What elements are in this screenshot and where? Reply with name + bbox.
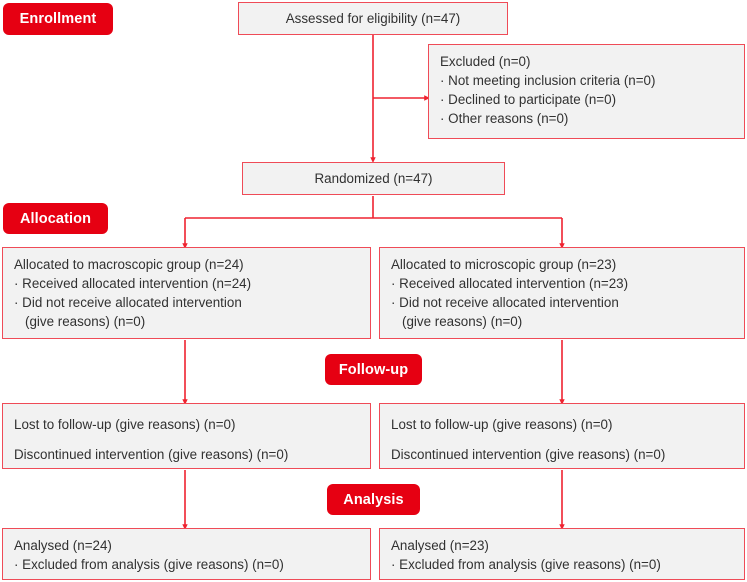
box-assessed-line-0: Assessed for eligibility (n=47): [285, 10, 461, 26]
box-analysed-microscopic: Analysed (n=23) · Excluded from analysis…: [379, 528, 745, 580]
stage-label-enrollment-text: Enrollment: [19, 11, 97, 27]
stage-label-followup: Follow-up: [325, 354, 422, 385]
stage-label-enrollment: Enrollment: [3, 3, 113, 35]
box-alloc-right-line-3: (give reasons) (n=0): [402, 314, 523, 330]
box-followup-right-line-0: Lost to follow-up (give reasons) (n=0): [391, 417, 613, 432]
stage-label-allocation-text: Allocation: [19, 210, 92, 227]
box-excluded: Excluded (n=0) · Not meeting inclusion c…: [428, 44, 745, 139]
box-analysed-macroscopic: Analysed (n=24) · Excluded from analysis…: [2, 528, 371, 580]
box-alloc-right-line-1: · Received allocated intervention (n=23): [391, 276, 629, 292]
box-followup-right-line-1: Discontinued intervention (give reasons)…: [391, 447, 666, 463]
box-followup-left-line-0: Lost to follow-up (give reasons) (n=0): [14, 417, 236, 432]
stage-label-followup-text: Follow-up: [338, 361, 409, 378]
box-randomized-line-0: Randomized (n=47): [314, 170, 433, 186]
box-analysis-right-line-0: Analysed (n=23): [391, 538, 489, 553]
box-analysis-left-line-0: Analysed (n=24): [14, 538, 112, 553]
box-alloc-right-line-0: Allocated to microscopic group (n=23): [391, 257, 617, 272]
box-followup-microscopic: Lost to follow-up (give reasons) (n=0) D…: [379, 403, 745, 469]
box-alloc-left-line-1: · Received allocated intervention (n=24): [14, 276, 252, 292]
stage-label-analysis-text: Analysis: [343, 491, 404, 508]
box-followup-left-line-1: Discontinued intervention (give reasons)…: [14, 447, 289, 463]
box-excluded-line-1: · Not meeting inclusion criteria (n=0): [440, 73, 656, 89]
box-allocated-microscopic: Allocated to microscopic group (n=23) · …: [379, 247, 745, 339]
box-excluded-line-2: · Declined to participate (n=0): [440, 92, 617, 108]
box-assessed-for-eligibility: Assessed for eligibility (n=47): [238, 2, 508, 35]
box-excluded-line-3: · Other reasons (n=0): [440, 111, 569, 127]
box-alloc-left-line-2: · Did not receive allocated intervention: [14, 295, 242, 311]
box-alloc-right-line-2: · Did not receive allocated intervention: [391, 295, 619, 311]
box-followup-macroscopic: Lost to follow-up (give reasons) (n=0) D…: [2, 403, 371, 469]
box-excluded-line-0: Excluded (n=0): [440, 54, 531, 69]
box-alloc-left-line-0: Allocated to macroscopic group (n=24): [14, 257, 244, 272]
box-alloc-left-line-3: (give reasons) (n=0): [25, 314, 146, 330]
box-randomized: Randomized (n=47): [242, 162, 505, 195]
box-analysis-left-line-1: · Excluded from analysis (give reasons) …: [14, 557, 284, 573]
box-allocated-macroscopic: Allocated to macroscopic group (n=24) · …: [2, 247, 371, 339]
stage-label-allocation: Allocation: [3, 203, 108, 234]
stage-label-analysis: Analysis: [327, 484, 420, 515]
box-analysis-right-line-1: · Excluded from analysis (give reasons) …: [391, 557, 661, 573]
